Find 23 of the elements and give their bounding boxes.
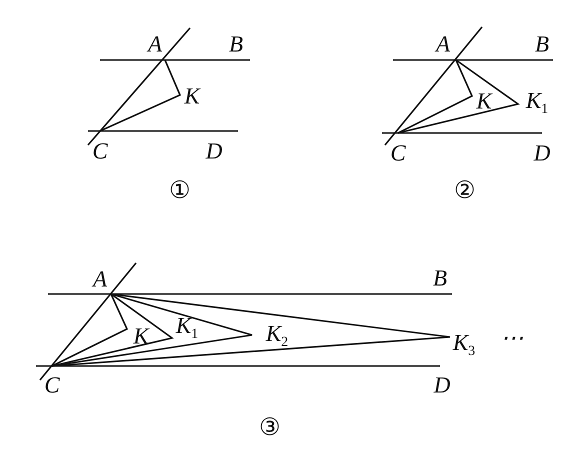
point-label: D [206,140,222,162]
point-label: ⋯ [500,326,524,350]
point-label: A [148,32,162,56]
point-label: B [432,266,448,290]
point-label: C [390,142,406,164]
point-label: K$_{2}$ [266,322,288,350]
point-label: K [133,324,149,348]
point-label: K$_{1}$ [526,89,548,117]
point-label: D [534,142,550,164]
figure-number: ② [454,178,476,202]
point-label: K$_{1}$ [176,314,198,342]
point-label: C [92,140,108,162]
figure-number: ③ [259,415,281,439]
point-label: B [534,32,550,56]
point-label: A [436,32,450,56]
point-label: D [434,374,450,396]
point-label: K [476,90,492,112]
point-label: B [228,32,244,56]
point-label: K [184,84,200,108]
figure-number: ① [169,178,191,202]
point-label: K$_{3}$ [452,331,476,359]
point-label: A [92,268,108,290]
point-label: C [44,374,60,396]
